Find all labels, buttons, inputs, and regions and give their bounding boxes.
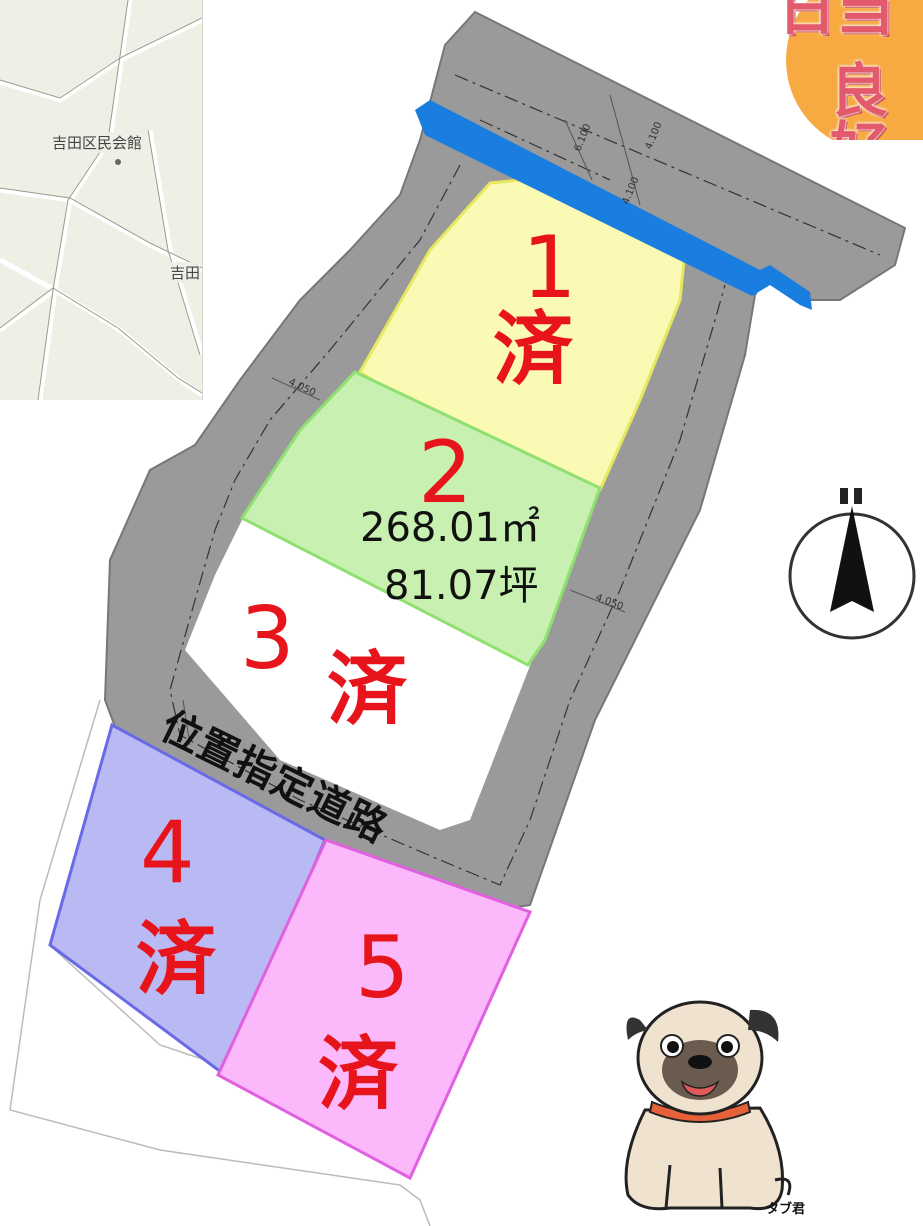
lot-1-status: 済	[493, 303, 573, 396]
lot-2-parcel	[239, 370, 602, 667]
inset-place-community-hall: 吉田区民会館	[52, 132, 143, 153]
inset-place-yoshida: 吉田	[170, 262, 201, 283]
lot-5-number: 5	[355, 918, 410, 1018]
lot-2-number: 2	[418, 423, 473, 523]
water-channel	[415, 100, 812, 310]
mascot-name: タブ君	[766, 1202, 806, 1217]
badge-text-top: 日当	[778, 0, 895, 43]
lot-5-status: 済	[318, 1028, 398, 1121]
pug-dog-icon	[624, 1000, 792, 1211]
lot-3-number: 3	[240, 589, 295, 689]
badge-text-bottom: 良好	[830, 57, 889, 140]
lot-1-number: 1	[522, 218, 577, 318]
inset-location-map: 吉田区民会館 吉田	[0, 0, 203, 400]
sunlight-badge: 日当 良好	[768, 0, 923, 140]
community-hall-marker	[115, 159, 121, 165]
lot-4-status: 済	[136, 913, 216, 1006]
lot-3-status: 済	[327, 643, 407, 736]
lot-2-area-tsubo: 81.07坪	[384, 563, 539, 609]
north-arrow-icon	[788, 488, 916, 640]
lot-4-number: 4	[140, 803, 195, 903]
lot-2-area-m2: 268.01㎡	[360, 505, 540, 551]
lot-5-parcel	[216, 838, 533, 1181]
